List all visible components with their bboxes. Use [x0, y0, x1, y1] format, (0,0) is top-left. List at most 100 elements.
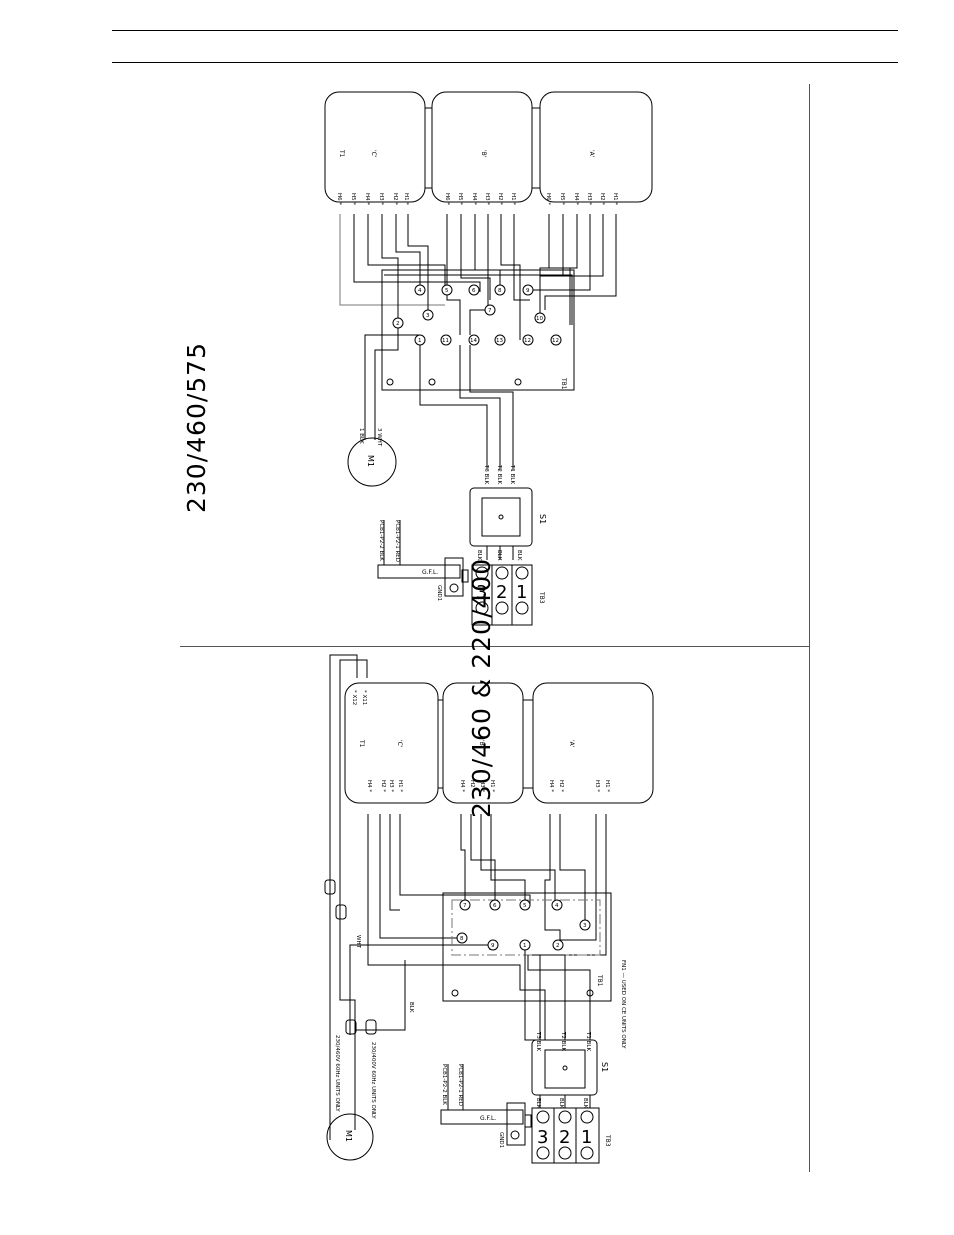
- svg-text:H3 *: H3 *: [594, 780, 600, 792]
- svg-text:H3 *: H3 *: [586, 193, 592, 205]
- motor-upper-label: M1: [366, 455, 375, 467]
- svg-text:2: 2: [496, 582, 507, 603]
- t1-label: T1: [338, 149, 345, 158]
- tb1-upper-terminals: 4 5 6 8 9 2 3 7 10 1 11 14 13 12 12: [386, 284, 562, 386]
- svg-text:6: 6: [472, 288, 476, 294]
- svg-text:'C': 'C': [396, 740, 403, 748]
- lower-motor: M1: [326, 1113, 374, 1161]
- upper-motor: M1 1 BLK 3 WHT: [347, 428, 397, 487]
- svg-text:9: 9: [491, 943, 495, 949]
- svg-text:S1: S1: [600, 1062, 609, 1072]
- svg-text:2: 2: [556, 943, 560, 949]
- svg-text:4: 4: [418, 288, 422, 294]
- header-rule: [112, 62, 898, 63]
- svg-text:4: 4: [555, 903, 559, 909]
- svg-text:3: 3: [583, 923, 587, 929]
- svg-text:1: 1: [418, 338, 422, 344]
- svg-text:BLK: BLK: [496, 550, 502, 561]
- svg-text:2: 2: [559, 1127, 570, 1148]
- svg-text:6: 6: [493, 903, 497, 909]
- svg-text:* X11: * X11: [361, 690, 367, 705]
- tb1-upper: [381, 269, 575, 391]
- svg-text:H4 *: H4 *: [573, 193, 579, 205]
- svg-text:13: 13: [496, 338, 503, 344]
- svg-text:14: 14: [470, 338, 477, 344]
- svg-text:T2 BLK: T2 BLK: [560, 1031, 566, 1051]
- svg-text:H3 *: H3 *: [484, 193, 490, 205]
- svg-text:2: 2: [396, 321, 400, 327]
- svg-text:H2 *: H2 *: [469, 780, 475, 792]
- svg-text:H1 *: H1 *: [612, 193, 618, 205]
- svg-text:1 BLK: 1 BLK: [358, 428, 364, 444]
- svg-text:TB3: TB3: [604, 1134, 611, 1147]
- svg-text:TB3: TB3: [538, 591, 545, 604]
- svg-text:3: 3: [476, 582, 487, 603]
- svg-text:H2 *: H2 *: [392, 193, 398, 205]
- svg-text:H1 *: H1 *: [489, 780, 495, 792]
- svg-text:7: 7: [488, 308, 492, 314]
- svg-text:H2 *: H2 *: [599, 193, 605, 205]
- svg-text:GND1: GND1: [498, 1132, 504, 1148]
- svg-text:H6 *: H6 *: [545, 193, 551, 205]
- right-border: [809, 84, 810, 1172]
- svg-text:5: 5: [445, 288, 449, 294]
- lower-gfl: PCB1-P2-2 BLK PCB1-P2-1 RED G.F.L. GND1: [440, 1064, 532, 1148]
- svg-text:H1 *: H1 *: [510, 193, 516, 205]
- svg-text:H5 *: H5 *: [559, 193, 565, 205]
- svg-text:M1: M1: [344, 1130, 353, 1142]
- coil-a-pins: H6 * H5 * H4 * H3 * H2 * H1 *: [545, 193, 618, 205]
- svg-text:H4 *: H4 *: [459, 780, 465, 792]
- svg-text:12: 12: [552, 338, 559, 344]
- svg-text:T2 BLK: T2 BLK: [496, 464, 502, 484]
- svg-text:WHT: WHT: [355, 935, 361, 949]
- svg-text:PCB1-P2-1 RED: PCB1-P2-1 RED: [457, 1064, 463, 1106]
- svg-text:10: 10: [536, 316, 543, 322]
- svg-text:BLK: BLK: [558, 1098, 564, 1109]
- svg-text:H2 *: H2 *: [497, 193, 503, 205]
- upper-switch-s1: T3 BLK T2 BLK T1 BLK S1: [469, 464, 547, 560]
- svg-text:12: 12: [524, 338, 531, 344]
- upper-diagram: T1 'C' 'B' 'A' H6 * H5 * H4 * H3 * H2 * …: [182, 91, 653, 626]
- svg-text:H1 *: H1 *: [397, 780, 403, 792]
- svg-text:3: 3: [426, 313, 430, 319]
- svg-text:G.F.L.: G.F.L.: [480, 1115, 496, 1122]
- svg-text:H3 *: H3 *: [378, 193, 384, 205]
- coil-c-lower: T1 'C' * X12 * X11 H4 * H2 * H3 * H1 *: [344, 682, 439, 804]
- svg-text:H4 *: H4 *: [364, 193, 370, 205]
- coil-b-pins: H6 * H5 * H4 * H3 * H2 * H1 *: [444, 193, 516, 205]
- upper-wires: [339, 214, 617, 340]
- svg-text:G.F.L.: G.F.L.: [422, 569, 438, 576]
- svg-text:TB1: TB1: [596, 974, 603, 987]
- lower-diagram: 230/460 & 220/400 T1 'C' * X12 * X11 H4 …: [324, 558, 654, 1164]
- svg-text:H1 *: H1 *: [403, 193, 409, 205]
- svg-text:3: 3: [537, 1127, 548, 1148]
- svg-text:H2 *: H2 *: [380, 780, 386, 792]
- svg-text:5: 5: [523, 903, 527, 909]
- svg-text:BLK: BLK: [408, 1002, 414, 1013]
- svg-text:PCB1-P2-2 BLK: PCB1-P2-2 BLK: [441, 1064, 447, 1105]
- coil-a-lower: 'A' H4 * H2 * H3 * H1 *: [532, 682, 654, 804]
- coil-c-upper: T1 'C': [324, 91, 426, 203]
- svg-text:'B': 'B': [478, 740, 485, 748]
- svg-text:H4 *: H4 *: [366, 780, 372, 792]
- upper-voltage-title: 230/460/575: [182, 342, 211, 513]
- svg-text:GND1: GND1: [436, 585, 442, 601]
- svg-text:9: 9: [526, 288, 530, 294]
- svg-text:H5 *: H5 *: [457, 193, 463, 205]
- svg-text:1: 1: [523, 943, 527, 949]
- upper-tb3: BLK BLK BLK 3 2 1 TB3: [471, 550, 545, 626]
- tb1-lower: [442, 892, 612, 1002]
- tb1-lower-terminals: 7 6 5 4 3 8 9 1 2: [451, 899, 594, 997]
- svg-text:8: 8: [460, 936, 464, 942]
- lower-switch-s1: T3 BLK T2 BLK T1 BLK S1: [531, 1031, 609, 1108]
- svg-text:BLK: BLK: [516, 550, 522, 561]
- svg-text:H4 *: H4 *: [471, 193, 477, 205]
- svg-text:H6 *: H6 *: [336, 193, 342, 205]
- svg-text:BLK: BLK: [476, 550, 482, 561]
- svg-text:1: 1: [581, 1127, 592, 1148]
- coil-b-upper: 'B': [431, 91, 533, 203]
- coil-c-label: 'C': [370, 150, 377, 158]
- svg-text:230/400V 60Hz UNITS ONLY: 230/400V 60Hz UNITS ONLY: [370, 1042, 376, 1119]
- svg-text:1: 1: [516, 582, 527, 603]
